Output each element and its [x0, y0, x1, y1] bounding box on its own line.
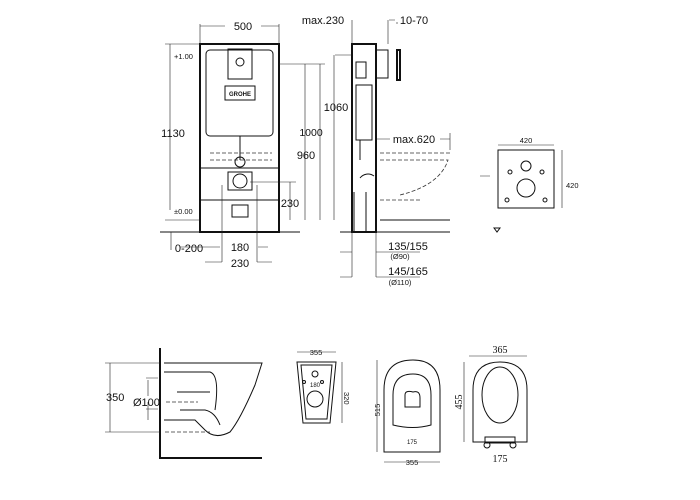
- dim-height-230: 230: [281, 198, 299, 210]
- dim-seat-length-455: 455: [454, 395, 465, 410]
- dim-top-holes-175: 175: [407, 440, 418, 446]
- dim-seat-hinge-175: 175: [493, 454, 508, 465]
- toilet-side-view: 350 Ø100: [105, 348, 263, 459]
- dim-height-350: 350: [106, 392, 124, 404]
- installation-frame-side: [340, 43, 450, 233]
- toilet-back-view: 355 320 180: [296, 348, 351, 424]
- level-floor: ±0.00: [174, 207, 193, 216]
- mounting-plate: 420 420: [480, 136, 579, 233]
- plate-height: 420: [566, 181, 579, 190]
- dim-back-width-355: 355: [310, 348, 323, 357]
- dim-back-holes-180: 180: [310, 383, 321, 389]
- dim-145-165: 145/165: [388, 266, 428, 278]
- dim-height-1130: 1130: [161, 128, 185, 140]
- toilet-seat: 365 455 175: [454, 345, 528, 465]
- front-dimensions: 500 1130 +1.00 ±0.00 1000 960 230 0-200 …: [161, 21, 335, 270]
- dim-height-1000: 1000: [299, 127, 323, 139]
- brand-logo: GROHE: [229, 92, 251, 98]
- dim-depth-max230: max.230: [302, 15, 344, 27]
- dim-height-960: 960: [297, 150, 315, 162]
- dim-pipe-100: Ø100: [133, 397, 160, 409]
- dim-145-165-sub: (Ø110): [389, 278, 412, 287]
- dim-bowl-max620: max.620: [393, 134, 435, 146]
- dim-135-155: 135/155: [388, 241, 428, 253]
- dim-width-180: 180: [231, 242, 249, 254]
- side-dimensions: max.230 10-70 1060 max.620 135/155 (Ø90)…: [302, 15, 451, 287]
- dim-top-width-355: 355: [406, 458, 419, 467]
- toilet-top-view: 515 355 175: [373, 359, 441, 467]
- dim-width-500: 500: [234, 21, 252, 33]
- installation-frame-front: GROHE: [160, 43, 300, 233]
- dim-width-230: 230: [231, 258, 249, 270]
- dim-button-10-70: 10-70: [400, 15, 428, 27]
- dim-135-155-sub: (Ø90): [390, 252, 410, 261]
- dim-top-length-515: 515: [373, 404, 382, 417]
- dim-offset-0-200: 0-200: [175, 243, 203, 255]
- dim-seat-width-365: 365: [493, 345, 508, 356]
- plate-width: 420: [520, 136, 533, 145]
- dim-back-height-320: 320: [342, 392, 351, 405]
- level-top: +1.00: [174, 52, 193, 61]
- dim-height-1060: 1060: [324, 102, 348, 114]
